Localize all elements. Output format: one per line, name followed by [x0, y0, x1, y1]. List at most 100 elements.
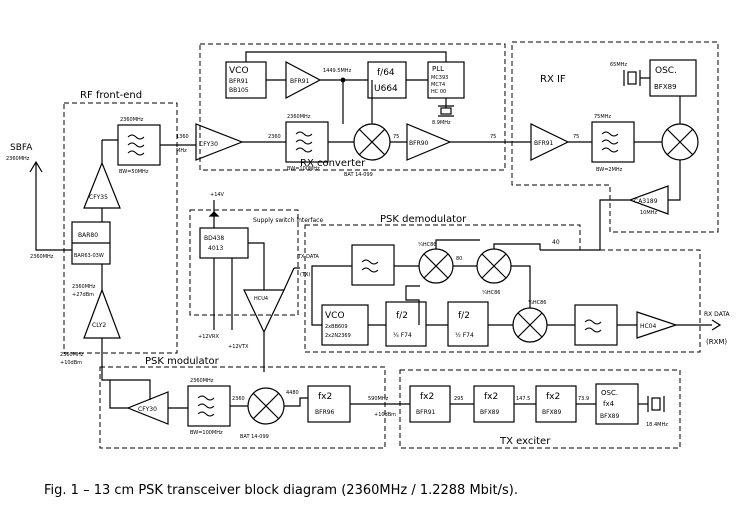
- pll-label: PLL: [432, 65, 444, 73]
- tx-exciter-border: [399, 369, 681, 449]
- supply-12vtx: +12VTX: [228, 344, 249, 350]
- if-bpf-freq: 75MHz: [594, 114, 611, 120]
- sbfa-label: SBFA: [10, 143, 33, 153]
- tx-bpf-freq: 2360MHz: [190, 378, 214, 384]
- fx2-d-label: fx2: [546, 392, 560, 402]
- supply-border: [189, 209, 299, 316]
- freq-1360: 1360: [176, 134, 189, 140]
- freq-2360: 2360: [268, 134, 281, 140]
- section-psk-mod: PSK modulator: [145, 356, 220, 367]
- vco-demod-part1: 2xBB609: [325, 324, 348, 330]
- freq-80: 80: [456, 256, 462, 262]
- xtal-rx-freq: 8.9MHz: [432, 120, 451, 126]
- vco-rx-part1: BFR91: [229, 78, 249, 85]
- freq-295: 295: [454, 396, 464, 402]
- div64-label: f/64: [377, 68, 395, 78]
- freq-4480: 4480: [286, 390, 299, 396]
- section-rx-converter: RX converter: [300, 158, 366, 169]
- tx-power: +10dBm: [60, 360, 82, 366]
- ca3189-label: CA3189: [634, 198, 658, 205]
- xtal-if: [627, 71, 637, 85]
- fx2-b-part: BFR91: [416, 409, 436, 416]
- rx-converter-border: [199, 43, 506, 171]
- div2-b-box: [447, 301, 489, 347]
- bar63-label: BAR63-03W: [74, 253, 104, 259]
- pll-part1: MC393: [431, 75, 448, 81]
- xtal-tx-freq: 18.4MHz: [646, 422, 668, 428]
- rx-if-border: [511, 41, 719, 233]
- div64-part: U664: [374, 84, 398, 94]
- bpf-if: [591, 121, 635, 163]
- div2-b-label: f/2: [458, 311, 470, 321]
- fx2-d-part: BFX89: [542, 409, 561, 416]
- section-psk-demod: PSK demodulator: [380, 214, 467, 225]
- bat-rx-label: BAT 14-099: [344, 172, 373, 178]
- bf981-if-label: BFR91: [534, 140, 554, 147]
- bfr90-amp: [406, 123, 452, 161]
- freq-2360-tx: 2360: [232, 396, 245, 402]
- bf981-if-amp: [530, 123, 570, 161]
- fx2-c-part: BFX89: [480, 409, 499, 416]
- cfy30-rx-label: CFY30: [199, 141, 218, 148]
- xor-c-label: ¼HC86: [528, 300, 546, 306]
- bpf-rx: [285, 121, 329, 163]
- div2-a-label: f/2: [396, 311, 408, 321]
- rf-frontend-border: [63, 102, 178, 354]
- bd438-label: BD438: [204, 235, 224, 242]
- demod-in-freq: 40: [552, 239, 560, 246]
- antenna: [29, 160, 72, 251]
- tx-data-label: TX DATA: [297, 254, 320, 260]
- rx-data-label: RX DATA: [704, 311, 731, 318]
- section-rx-if: RX IF: [540, 74, 566, 85]
- freq-75-if: 75: [573, 134, 579, 140]
- ca3189-amp: [628, 185, 669, 215]
- fx2-a-label: fx2: [318, 392, 332, 402]
- bd438-box: [199, 227, 249, 259]
- osc-tx-label: OSC.: [601, 389, 618, 397]
- bfr90-label: BFR90: [409, 140, 429, 147]
- cfy35-label: CFY35: [89, 194, 108, 201]
- lpf-demod-b: [574, 304, 618, 346]
- vco-demod-label: VCO: [325, 311, 345, 321]
- freq-73: 73.9: [578, 396, 589, 402]
- section-tx-exciter: TX exciter: [499, 436, 551, 447]
- freq-75-b: 75: [490, 134, 496, 140]
- freq-unit: MHz: [176, 148, 187, 154]
- section-rf: RF front-end: [80, 90, 142, 101]
- supply-12vrx: +12VRX: [198, 334, 219, 340]
- rf-bpf-bw: BW=50MHz: [119, 169, 149, 175]
- cly-freq: 2360MHz: [72, 284, 96, 290]
- section-supply: Supply switch interface: [253, 217, 323, 224]
- div2-b-part: ½ F74: [455, 332, 474, 339]
- vco-rx-label: VCO: [229, 66, 249, 76]
- fx2-c-label: fx2: [484, 392, 498, 402]
- bfr91-lo-label: BFR91: [290, 78, 310, 85]
- div2-a-box: [385, 301, 427, 347]
- osc-tx-part2: BFX89: [600, 413, 619, 420]
- cfy30-tx-label: CFY30: [138, 406, 157, 413]
- if-out-freq: 10MHz: [640, 210, 657, 216]
- osc-if-freq: 65MHz: [610, 62, 627, 68]
- pll-part3: HC 00: [431, 89, 446, 95]
- caption: Fig. 1 – 13 cm PSK transceiver block dia…: [44, 483, 518, 498]
- lo-freq: 1449.5MHz: [323, 68, 352, 74]
- tx-freq: 2360MHz: [60, 352, 84, 358]
- cfy35-amp: [83, 161, 121, 209]
- pll-part2: MC74: [431, 82, 445, 88]
- cly2-label: CLY2: [92, 322, 106, 329]
- in-freq: 2360MHz: [30, 254, 54, 260]
- bpf-rf: [117, 124, 161, 166]
- tx-exciter-power: +10dBm: [374, 412, 396, 418]
- lpf-demod-a: [351, 244, 395, 286]
- hc04-label: HC04: [640, 323, 657, 330]
- hcu4-label: HCU4: [254, 296, 268, 302]
- xtal-rx: [440, 107, 452, 115]
- rf-bpf-freq: 2360MHz: [120, 117, 144, 123]
- rx-bpf-freq: 2360MHz: [287, 114, 311, 120]
- vco-rx-part2: BB105: [229, 87, 249, 94]
- rxm-label: (RXM): [706, 338, 727, 346]
- bfr91-lo-amp: [285, 61, 322, 99]
- div2-a-part: ¼ F74: [393, 332, 412, 339]
